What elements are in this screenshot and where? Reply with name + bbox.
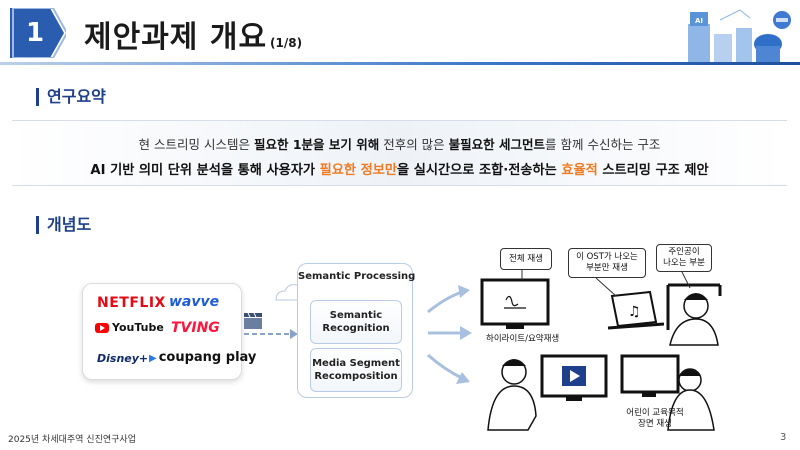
- summary-line-1: 현 스트리밍 시스템은 필요한 1분을 보기 위해 전후의 많은 불필요한 세그…: [12, 134, 787, 153]
- summary-text: 을 실시간으로 조합·전송하는: [397, 163, 562, 178]
- speech-bubble-protagonist-line2: 나오는 부분: [663, 258, 705, 268]
- tv-viewer-icon: [487, 354, 608, 431]
- number-badge-label: 1: [25, 18, 45, 48]
- coupang-play-logo: ▶coupang play: [149, 350, 256, 365]
- laptop-user-icon: ♫: [607, 283, 722, 346]
- coupang-play-label: coupang play: [158, 350, 257, 365]
- svg-text:AI: AI: [695, 17, 703, 25]
- output-arrow-bottom: [427, 353, 463, 380]
- semantic-processing-title: Semantic Processing: [298, 271, 416, 282]
- page-title: 제안과제 개요(1/8): [84, 12, 302, 56]
- caption-child-education: 어린이 교육목적 장면 재생: [620, 408, 690, 430]
- summary-line-2: AI 기반 의미 단위 분석을 통해 사용자가 필요한 정보만을 실시간으로 조…: [12, 159, 787, 178]
- wavve-logo: wavve: [169, 294, 220, 310]
- page-number: 3: [780, 432, 787, 443]
- summary-emphasis: 불필요한 세그먼트: [448, 137, 546, 152]
- footer-organization: 2025년 차세대주역 신진연구사업: [8, 435, 136, 445]
- speech-bubble-ost-line2: 부분만 재생: [586, 263, 628, 273]
- caption-child-education-line1: 어린이 교육목적: [626, 408, 684, 418]
- speech-bubble-ost: 이 OST가 나오는 부분만 재생: [568, 248, 646, 278]
- svg-text:♫: ♫: [628, 304, 641, 320]
- coupang-play-icon: ▶: [149, 353, 157, 364]
- disney-plus-logo: Disney+: [97, 352, 149, 365]
- ai-city-illustration: AI: [688, 9, 791, 62]
- number-badge: [10, 8, 66, 58]
- page-indicator: (1/8): [270, 36, 303, 50]
- summary-box: 현 스트리밍 시스템은 필요한 1분을 보기 위해 전후의 많은 불필요한 세그…: [12, 120, 787, 186]
- summary-text: 전후의 많은: [379, 137, 449, 152]
- semantic-processing-box: Semantic Processing Semantic Recognition…: [297, 263, 416, 398]
- speech-bubble-protagonist: 주인공이 나오는 부분: [656, 244, 712, 272]
- youtube-logo: YouTube: [95, 321, 164, 334]
- streaming-services-box: NETFLIX wavve YouTube TVING Disney+ ▶cou…: [82, 283, 256, 380]
- speech-bubble-protagonist-line1: 주인공이: [668, 247, 700, 257]
- page-title-text: 제안과제 개요: [84, 20, 268, 55]
- output-arrow-top: [427, 290, 463, 314]
- semantic-recognition-step: Semantic Recognition: [310, 300, 402, 344]
- slide-header: 1 제안과제 개요(1/8) AI: [0, 0, 800, 66]
- summary-text: AI 기반 의미 단위 분석을 통해 사용자가: [90, 163, 320, 178]
- speech-bubble-ost-line1: 이 OST가 나오는: [576, 252, 638, 262]
- monitor-full-play-icon: [480, 278, 550, 329]
- summary-text: 를 함께 수신하는 구조: [545, 137, 661, 152]
- netflix-logo: NETFLIX: [97, 295, 166, 311]
- summary-highlight: 필요한 정보만: [319, 163, 397, 178]
- youtube-label: YouTube: [112, 321, 164, 334]
- summary-text: 현 스트리밍 시스템은: [138, 137, 254, 152]
- clapperboard-icon: [244, 312, 262, 329]
- summary-text: 스트리밍 구조 제안: [597, 163, 709, 178]
- caption-child-education-line2: 장면 재생: [638, 419, 672, 429]
- speech-bubble-full-play: 전체 재생: [500, 248, 552, 270]
- caption-highlight-summary: 하이라이트/요약재생: [486, 334, 560, 344]
- media-segment-recomposition-step: Media Segment Recomposition: [310, 348, 402, 392]
- youtube-play-icon: [95, 323, 109, 333]
- summary-highlight: 효율적: [561, 163, 598, 178]
- section-heading-concept: 개념도: [36, 216, 91, 234]
- section-heading-summary: 연구요약: [36, 88, 106, 106]
- tving-logo: TVING: [171, 320, 220, 336]
- summary-emphasis: 필요한 1분을 보기 위해: [253, 137, 380, 152]
- header-divider: [0, 62, 800, 65]
